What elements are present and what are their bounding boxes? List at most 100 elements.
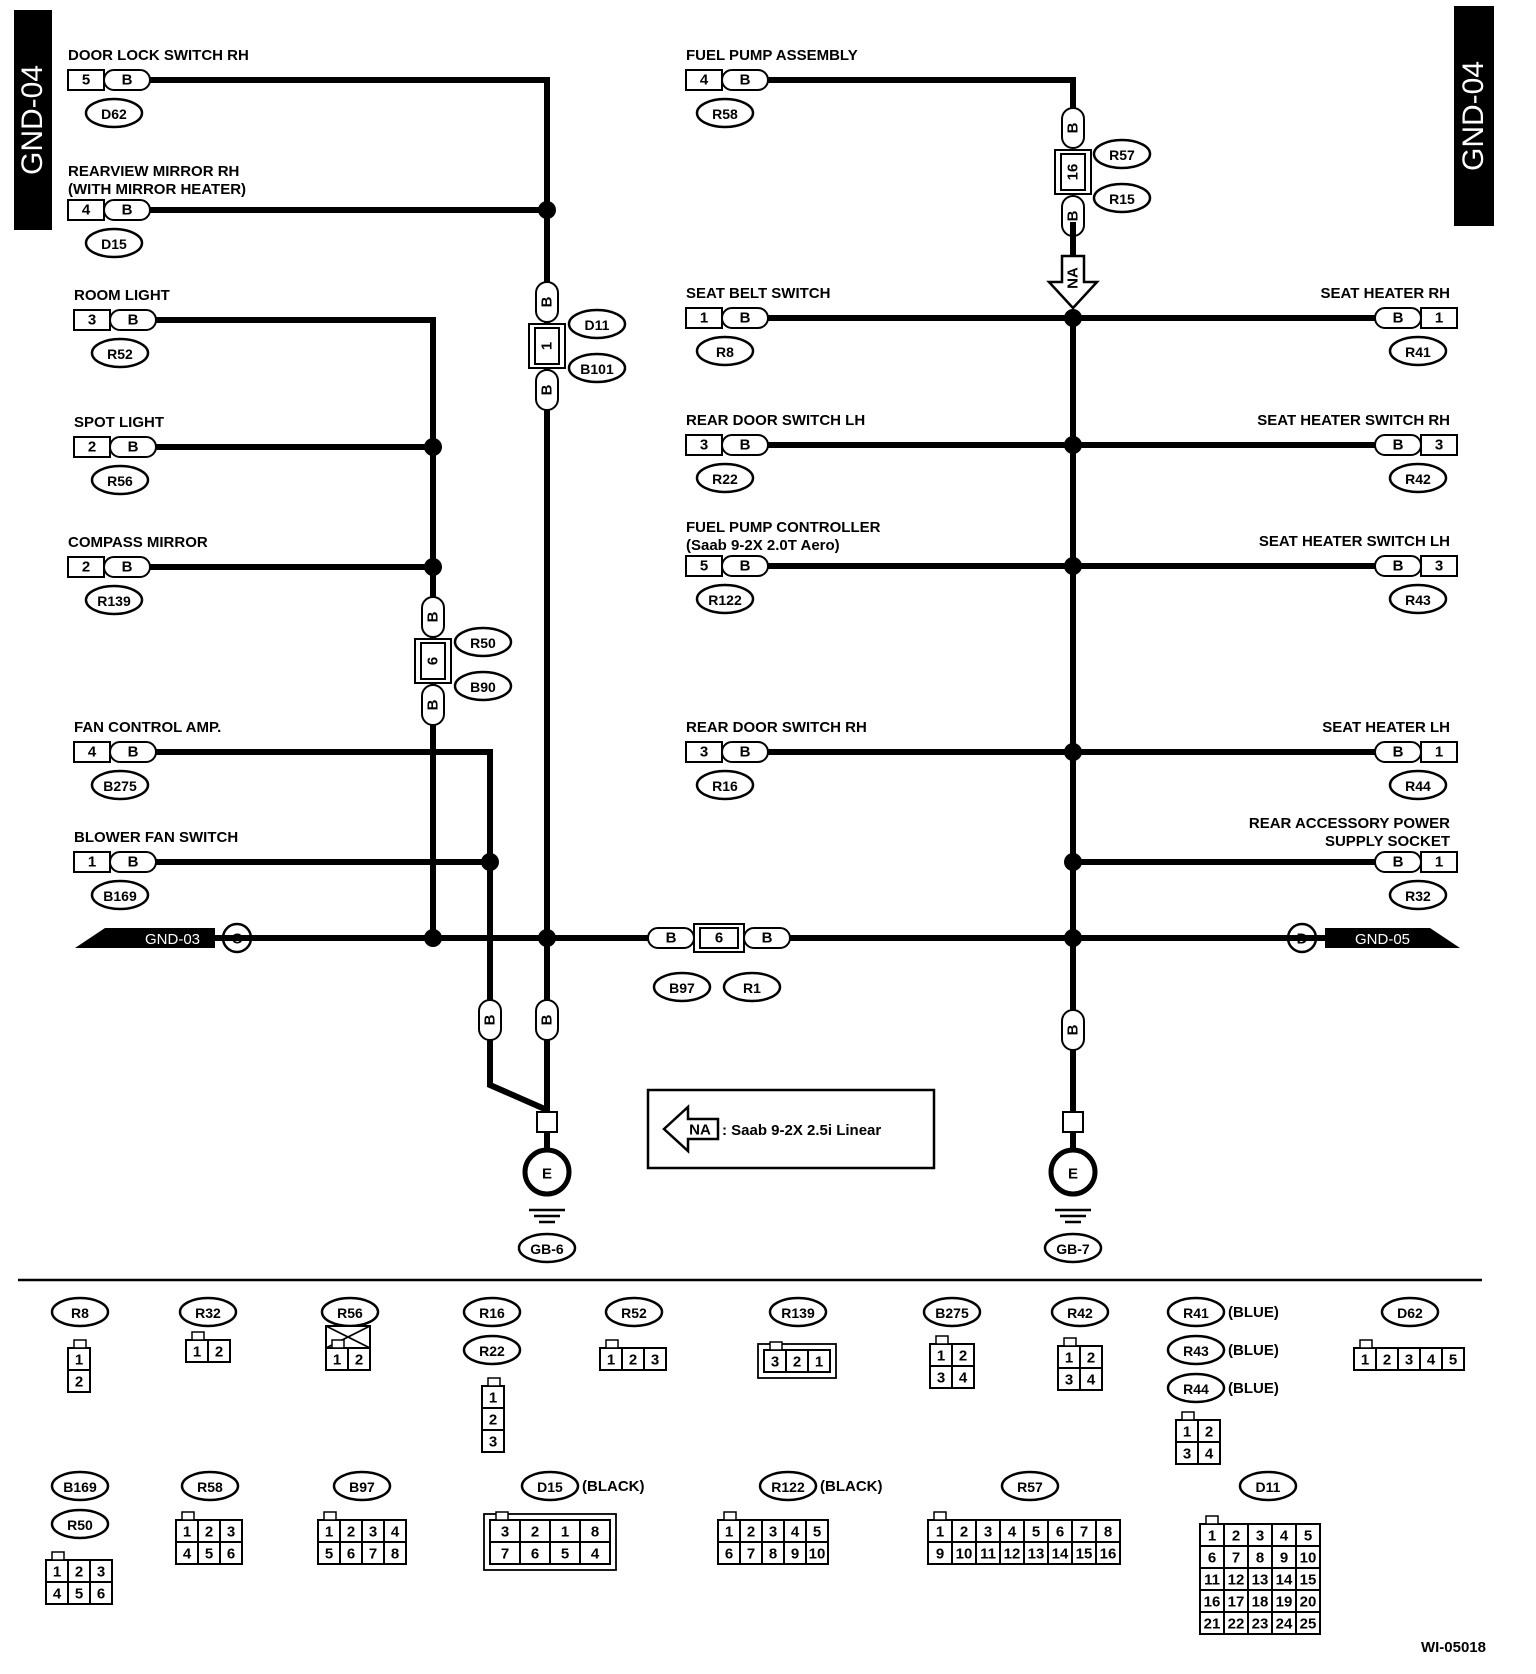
lock-tab — [495, 1511, 509, 1521]
pin-number: 17 — [1228, 1594, 1245, 1611]
wire-color: B — [740, 744, 751, 761]
pin-number: 2 — [88, 439, 96, 456]
pin-number: 3 — [501, 1524, 509, 1541]
connector-oval — [768, 1296, 828, 1328]
lock-tab — [487, 1377, 501, 1387]
pin-number: 22 — [1228, 1616, 1245, 1633]
connector-id: R42 — [1067, 1305, 1093, 1321]
pin-number: 6 — [715, 930, 723, 947]
pin-number: 1 — [1208, 1528, 1216, 1545]
connector-oval — [1388, 769, 1448, 801]
connector-id-b101: B101 — [567, 352, 627, 384]
pin-number: 1 — [561, 1524, 569, 1541]
connector-id: R44 — [1183, 1381, 1209, 1397]
connector-id-door_lock_rh: D62 — [84, 97, 144, 129]
pin-number: 10 — [1300, 1550, 1317, 1567]
component-name: COMPASS MIRROR — [68, 534, 208, 551]
ground-symbol-letter: E — [1068, 1166, 1078, 1183]
component-name: REAR DOOR SWITCH RH — [686, 719, 867, 736]
legend-text: : Saab 9-2X 2.5i Linear — [722, 1122, 881, 1139]
connector-id: B97 — [669, 980, 695, 996]
pin-number: 2 — [355, 1352, 363, 1369]
page-tab-left: GND-04 — [14, 10, 52, 230]
connector-id: R57 — [1017, 1479, 1043, 1495]
ground-id-gb7: GB-7 — [1043, 1232, 1103, 1264]
pin-number: 2 — [747, 1524, 755, 1541]
pin-number: 2 — [347, 1524, 355, 1541]
wire-color-cap: B — [478, 999, 502, 1041]
connector-id-r15: R15 — [1092, 182, 1152, 214]
pin-number: 4 — [1280, 1528, 1289, 1545]
pin-number: 15 — [1076, 1546, 1093, 1563]
connector-id-room_light: R52 — [90, 337, 150, 369]
pin-number: 19 — [1276, 1594, 1293, 1611]
wire-r52-trunk — [156, 317, 436, 938]
pin-number: 3 — [984, 1524, 992, 1541]
pin-number: 10 — [956, 1546, 973, 1563]
connector-oval — [695, 769, 755, 801]
pin-cell — [1441, 1347, 1465, 1371]
legend-arrow — [662, 1104, 720, 1154]
pin-number: 10 — [809, 1546, 826, 1563]
pin-cell — [1095, 1541, 1121, 1565]
lock-tab — [935, 1335, 949, 1345]
connector-oval — [332, 1470, 392, 1502]
pin-cell — [951, 1365, 975, 1389]
pin-number: 8 — [391, 1546, 399, 1563]
pin-cell — [807, 1349, 831, 1373]
connector-id-fan_control_amp: B275 — [90, 769, 150, 801]
lock-tab — [1181, 1411, 1195, 1421]
ground-id-gb6: GB-6 — [517, 1232, 577, 1264]
lock-tab — [181, 1511, 195, 1521]
pin-number: 6 — [227, 1546, 235, 1563]
connector-oval — [1388, 583, 1448, 615]
lock-tab — [933, 1511, 947, 1521]
connector-id-b97: B97 — [652, 971, 712, 1003]
wire-color: B — [1393, 744, 1404, 761]
lock-tab — [51, 1551, 65, 1561]
pin-number: 2 — [489, 1412, 497, 1429]
wire-color: B — [1393, 437, 1404, 454]
component-name: FUEL PUMP CONTROLLER — [686, 519, 881, 536]
connector-id-rear_door_switch_rh: R16 — [695, 769, 755, 801]
pin-number: 4 — [53, 1586, 62, 1603]
pin-cell — [805, 1541, 829, 1565]
connector-id: GB-6 — [530, 1241, 564, 1257]
wire-color: B — [1393, 310, 1404, 327]
lock-tab — [1359, 1339, 1373, 1349]
wire-color: B — [1393, 854, 1404, 871]
pin-number: 1 — [1065, 1350, 1073, 1367]
connector-id-seat_belt_switch: R8 — [695, 335, 755, 367]
connector-id: B97 — [349, 1479, 375, 1495]
connector-id: R41 — [1183, 1305, 1209, 1321]
junction-dot — [424, 438, 442, 456]
connector-id: R22 — [712, 471, 738, 487]
pin-number: 3 — [1435, 437, 1443, 454]
pin-number: 8 — [591, 1524, 599, 1541]
connector-id: R139 — [781, 1305, 815, 1321]
connector-oval — [1388, 335, 1448, 367]
pin-number: 16 — [1204, 1594, 1221, 1611]
connector-id-rearview_mirror_rh: D15 — [84, 227, 144, 259]
junction-dot — [481, 853, 499, 871]
connector-id: R8 — [71, 1305, 89, 1321]
connector-id-r50: R50 — [453, 626, 513, 658]
component-name: SEAT HEATER LH — [1322, 719, 1450, 736]
pin-number: 5 — [1449, 1352, 1457, 1369]
pin-number: 2 — [531, 1524, 539, 1541]
pin-number: 7 — [369, 1546, 377, 1563]
connector-oval — [84, 227, 144, 259]
pin-number: 2 — [960, 1524, 968, 1541]
wire-color: B — [128, 439, 139, 456]
pin-number: 1 — [183, 1524, 191, 1541]
connector-oval — [462, 1334, 522, 1366]
pin-number: 3 — [771, 1354, 779, 1371]
connector-oval — [50, 1296, 110, 1328]
connector-id-seat_heater_lh: R44 — [1388, 769, 1448, 801]
